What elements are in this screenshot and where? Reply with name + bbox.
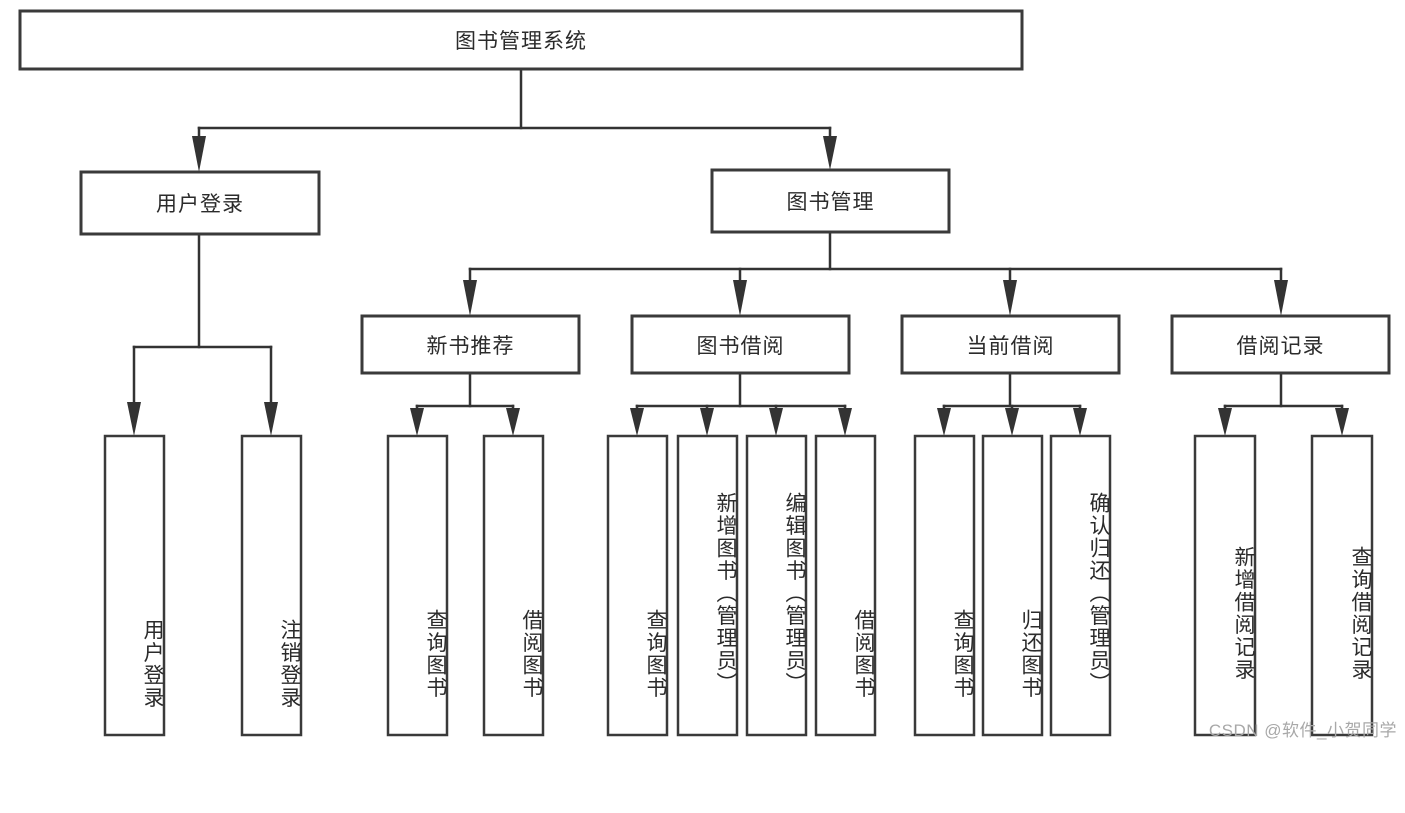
node-box-leaf-13[interactable] <box>1310 434 1374 737</box>
node-box-leaf-9[interactable] <box>913 434 976 737</box>
arrowhead-bookmgmt-records <box>1274 280 1288 316</box>
arrowhead-bookmgmt-current <box>1003 280 1017 316</box>
connector-group-userlogin-to-leaves <box>127 232 278 436</box>
connector-group-bookmgmt-to-level3 <box>463 230 1288 316</box>
node-box-leaf-5[interactable] <box>606 434 669 737</box>
connector-group-newbooks-to-leaves <box>410 371 520 436</box>
arrowhead-borrowrecords-leaf-2 <box>1335 408 1349 436</box>
connector-group-borrowrecords-to-leaves <box>1218 371 1349 436</box>
arrowhead-bookmgmt-borrow <box>733 280 747 316</box>
node-box-current-borrow[interactable] <box>900 314 1121 375</box>
arrowhead-root-to-book-mgmt <box>823 136 837 170</box>
arrowhead-currentborrow-leaf-2 <box>1005 408 1019 436</box>
node-box-book-management[interactable] <box>710 168 951 234</box>
node-box-leaf-8[interactable] <box>814 434 877 737</box>
hierarchy-diagram-svg <box>18 9 1391 737</box>
arrowhead-root-to-user-login <box>192 136 206 172</box>
node-box-leaf-1[interactable] <box>103 434 166 737</box>
arrowhead-borrowrecords-leaf-1 <box>1218 408 1232 436</box>
arrowhead-bookborrow-leaf-2 <box>700 408 714 436</box>
node-box-leaf-2[interactable] <box>240 434 303 737</box>
arrowhead-userlogin-leaf-1 <box>127 402 141 436</box>
arrowhead-currentborrow-leaf-1 <box>937 408 951 436</box>
node-box-root[interactable] <box>18 9 1024 71</box>
arrowhead-currentborrow-leaf-3 <box>1073 408 1087 436</box>
arrowhead-bookborrow-leaf-1 <box>630 408 644 436</box>
arrowhead-newbooks-leaf-2 <box>506 408 520 436</box>
arrowhead-bookmgmt-new-books <box>463 280 477 316</box>
node-box-leaf-4[interactable] <box>482 434 545 737</box>
node-box-leaf-12[interactable] <box>1193 434 1257 737</box>
node-box-leaf-11[interactable] <box>1049 434 1112 737</box>
node-box-borrow-records[interactable] <box>1170 314 1391 375</box>
node-box-leaf-7[interactable] <box>745 434 808 737</box>
diagram-canvas-root: 图书管理系统 用户登录 图书管理 新书推荐 图书借阅 当前借阅 借阅记录 用户登… <box>18 9 1397 740</box>
arrowhead-userlogin-leaf-2 <box>264 402 278 436</box>
connector-group-currentborrow-to-leaves <box>937 371 1087 436</box>
node-box-leaf-3[interactable] <box>386 434 449 737</box>
node-box-book-borrow[interactable] <box>630 314 851 375</box>
connector-group-bookborrow-to-leaves <box>630 371 852 436</box>
node-box-leaf-6[interactable] <box>676 434 739 737</box>
connector-group-root-to-level2 <box>192 67 837 172</box>
arrowhead-bookborrow-leaf-4 <box>838 408 852 436</box>
node-box-user-login[interactable] <box>79 170 321 236</box>
node-box-leaf-10[interactable] <box>981 434 1044 737</box>
node-box-new-book-recommend[interactable] <box>360 314 581 375</box>
arrowhead-bookborrow-leaf-3 <box>769 408 783 436</box>
arrowhead-newbooks-leaf-1 <box>410 408 424 436</box>
